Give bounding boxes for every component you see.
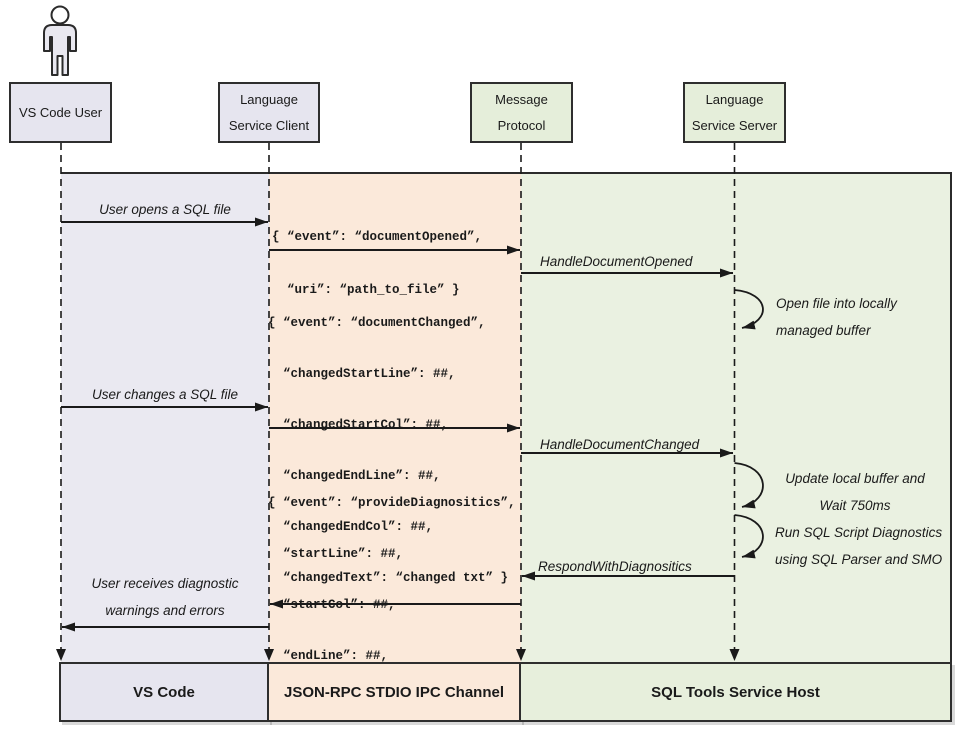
json-payload-document-changed: { “event”: “documentChanged”, “changedSt… [268, 316, 509, 585]
participant-language-service-server: Language Service Server [683, 82, 786, 143]
json-payload-document-opened: { “event”: “documentOpened”, “uri”: “pat… [272, 230, 483, 297]
lane-vscode [61, 174, 269, 662]
message-label-handle-document-changed: HandleDocumentChanged [540, 437, 700, 452]
note-run-sql-diagnostics: Run SQL Script Diagnostics using SQL Par… [775, 525, 943, 567]
lane-json-rpc-channel [269, 174, 521, 662]
participant-vscode-user: VS Code User [9, 82, 112, 143]
message-label-user-opens-sql-file: User opens a SQL file [99, 202, 231, 217]
participant-label-line: Language [240, 91, 298, 107]
participant-label-line: Protocol [497, 117, 546, 133]
swimlanes [61, 172, 952, 662]
note-open-file-into-buffer: Open file into locally managed buffer [776, 296, 897, 338]
participant-message-protocol: Message Protocol [470, 82, 573, 143]
json-payload-provide-diagnostics: { “event”: “provideDiagnositics”, “start… [268, 496, 516, 714]
lane-sql-tools-host [521, 174, 950, 662]
participant-label-line: Language [705, 91, 764, 107]
participant-language-service-client: Language Service Client [218, 82, 320, 143]
participant-label-line: Service Server [691, 117, 778, 133]
participant-label-line: Message [495, 91, 548, 107]
message-label-user-changes-sql-file: User changes a SQL file [91, 387, 239, 402]
user-actor-icon [43, 5, 77, 76]
message-label-user-receives-diagnostics: User receives diagnostic warnings and er… [91, 576, 239, 618]
message-label-handle-document-opened: HandleDocumentOpened [540, 254, 693, 269]
note-update-buffer-wait: Update local buffer and Wait 750ms [785, 471, 925, 513]
footer-box-json-rpc-channel: JSON-RPC STDIO IPC Channel [267, 662, 521, 722]
participant-label: VS Code User [18, 104, 103, 120]
message-label-respond-with-diagnostics: RespondWithDiagnositics [538, 559, 692, 574]
footer-box-sql-tools-service-host: SQL Tools Service Host [519, 662, 952, 722]
participant-label-line: Service Client [228, 117, 310, 133]
footer-box-vscode: VS Code [59, 662, 269, 722]
